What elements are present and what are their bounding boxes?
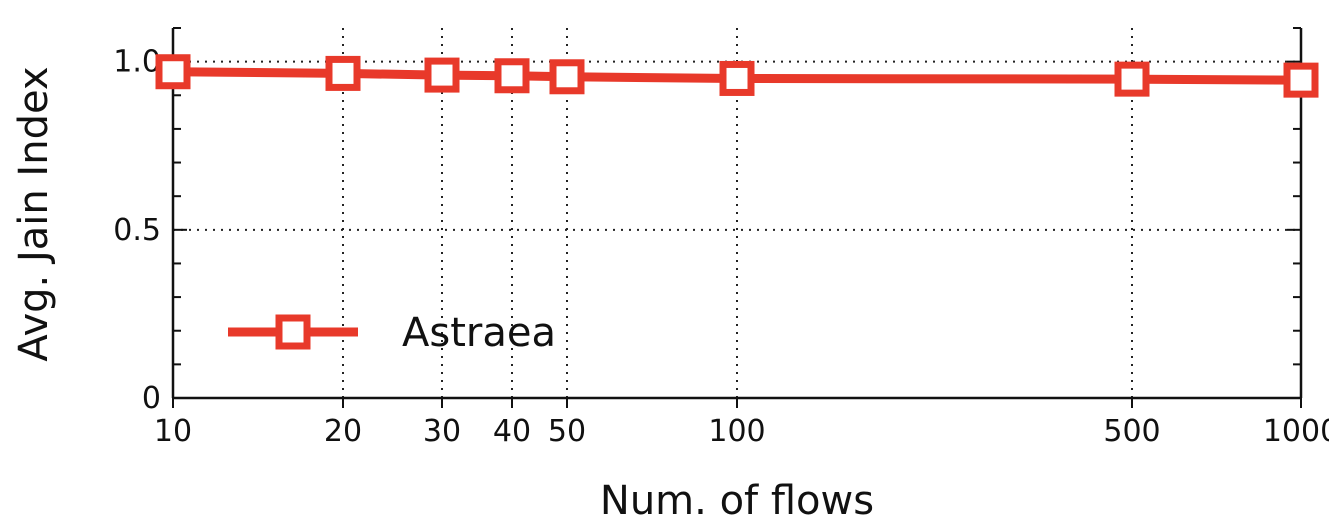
x-axis-title: Num. of flows [600, 478, 874, 524]
data-point-marker [1283, 62, 1319, 98]
data-point-marker [1114, 61, 1150, 97]
legend-marker [275, 314, 311, 350]
data-point-marker [494, 58, 530, 94]
x-tick-label: 50 [548, 414, 586, 449]
legend-label: Astraea [402, 310, 556, 356]
x-tick-label: 20 [324, 414, 362, 449]
data-point-marker [549, 59, 585, 95]
grid-lines [173, 28, 1301, 398]
x-tick-label: 40 [493, 414, 531, 449]
data-point-marker [325, 55, 361, 91]
data-point-marker [719, 60, 755, 96]
y-tick-label: 0 [142, 381, 161, 416]
y-tick-label: 1.0 [113, 45, 161, 80]
data-series [155, 54, 1319, 98]
x-tick-label: 100 [708, 414, 765, 449]
x-tick-label: 500 [1103, 414, 1160, 449]
y-axis-title: Avg. Jain Index [11, 66, 57, 361]
x-tick-label: 30 [423, 414, 461, 449]
tick-labels: 0 0.5 1.0 10 20 30 40 50 100 500 1000 [113, 45, 1329, 449]
legend: Astraea [228, 310, 556, 356]
data-point-marker [155, 54, 191, 90]
y-tick-label: 0.5 [113, 213, 161, 248]
x-tick-label: 10 [154, 414, 192, 449]
data-point-marker [424, 57, 460, 93]
x-tick-label: 1000 [1263, 414, 1329, 449]
